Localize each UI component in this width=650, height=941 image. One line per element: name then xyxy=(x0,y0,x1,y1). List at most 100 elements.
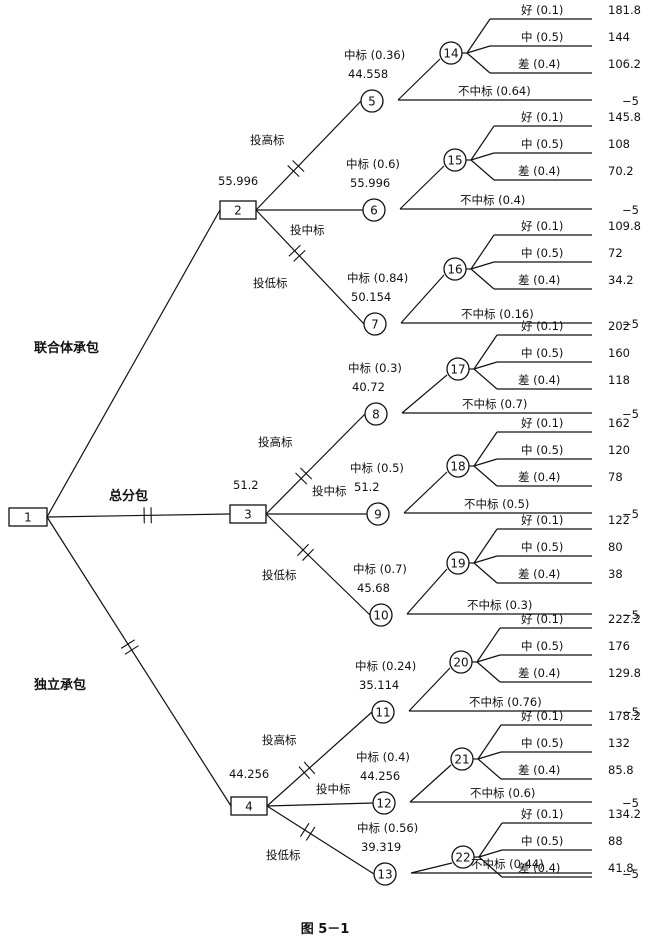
outcome-node xyxy=(439,41,463,65)
win-branch-edge xyxy=(406,568,448,615)
outcome-label: 好 (0.1) xyxy=(521,319,563,333)
branch-edge xyxy=(255,209,365,325)
outcome-node-number: 20 xyxy=(453,656,468,670)
terminal-value: 178.2 xyxy=(608,709,641,723)
outcome-node xyxy=(446,454,470,478)
terminal-value: 120 xyxy=(608,443,630,457)
terminal-value: 34.2 xyxy=(608,273,634,287)
alternative-label: 联合体承包 xyxy=(34,340,99,356)
bid-strategy-label: 投高标 xyxy=(250,133,285,147)
decision-node-number: 1 xyxy=(24,511,32,525)
bid-strategy-label: 投中标 xyxy=(290,223,325,237)
outcome-label: 中 (0.5) xyxy=(521,346,563,360)
outcome-edge xyxy=(473,458,498,467)
outcome-edge xyxy=(470,234,495,270)
expected-value: 40.72 xyxy=(352,380,385,394)
outcome-edge xyxy=(466,52,491,74)
outcome-node xyxy=(446,551,470,575)
decision-node xyxy=(8,507,48,527)
outcome-label: 差 (0.4) xyxy=(518,164,560,178)
outcome-edge xyxy=(476,654,501,663)
terminal-value: 88 xyxy=(608,834,623,848)
win-label: 中标 (0.56) xyxy=(357,821,418,835)
expected-value: 44.256 xyxy=(229,767,269,781)
terminal-value: 85.8 xyxy=(608,763,634,777)
terminal-value: 162 xyxy=(608,416,630,430)
chance-node-number: 5 xyxy=(368,95,376,109)
outcome-label: 好 (0.1) xyxy=(521,110,563,124)
prune-mark xyxy=(292,160,305,173)
outcome-edge xyxy=(470,159,495,181)
lose-label: 不中标 (0.7) xyxy=(462,397,527,411)
chance-node-number: 7 xyxy=(371,318,379,332)
expected-value: 45.68 xyxy=(357,581,390,595)
terminal-value: 118 xyxy=(608,373,630,387)
outcome-node-number: 17 xyxy=(450,363,465,377)
chance-node-number: 6 xyxy=(370,204,378,218)
outcome-label: 好 (0.1) xyxy=(521,807,563,821)
prune-mark xyxy=(305,826,316,841)
expected-value: 35.114 xyxy=(359,678,399,692)
outcome-label: 中 (0.5) xyxy=(521,736,563,750)
outcome-label: 好 (0.1) xyxy=(521,612,563,626)
outcome-node-number: 18 xyxy=(450,460,465,474)
outcome-label: 中 (0.5) xyxy=(521,443,563,457)
branch-edge xyxy=(46,209,221,518)
pruned-branch-marks xyxy=(120,160,316,841)
outcome-label: 差 (0.4) xyxy=(518,567,560,581)
outcome-label: 差 (0.4) xyxy=(518,666,560,680)
terminal-value: 132 xyxy=(608,736,630,750)
alternative-label: 总分包 xyxy=(109,488,148,504)
chance-node xyxy=(362,198,386,222)
figure-caption: 图 5－1 xyxy=(301,922,350,937)
prune-mark xyxy=(124,645,139,655)
terminal-value: 122 xyxy=(608,513,630,527)
win-branch-edge xyxy=(399,165,445,210)
terminal-value: −5 xyxy=(622,867,639,881)
win-label: 中标 (0.6) xyxy=(346,157,400,171)
outcome-label: 中 (0.5) xyxy=(521,639,563,653)
outcome-node xyxy=(450,747,474,771)
branch-edge xyxy=(265,513,371,616)
outcome-node-number: 22 xyxy=(455,851,470,865)
prune-mark xyxy=(297,543,309,557)
terminal-value: 70.2 xyxy=(608,164,634,178)
decision-node-number: 4 xyxy=(245,800,253,814)
lose-label: 不中标 (0.4) xyxy=(460,193,525,207)
outcome-label: 差 (0.4) xyxy=(518,763,560,777)
outcome-edge xyxy=(477,724,502,760)
outcome-node xyxy=(449,650,473,674)
branch-edge xyxy=(266,711,373,807)
outcome-edge xyxy=(473,555,498,564)
outcome-edge xyxy=(473,528,498,564)
win-label: 中标 (0.4) xyxy=(356,750,410,764)
lose-label: 不中标 (0.64) xyxy=(458,84,531,98)
terminal-value: 80 xyxy=(608,540,623,554)
terminal-value: 145.8 xyxy=(608,110,641,124)
expected-value: 51.2 xyxy=(233,478,259,492)
terminal-value: 72 xyxy=(608,246,623,260)
outcome-node-number: 15 xyxy=(447,154,462,168)
expected-value: 44.256 xyxy=(360,769,400,783)
outcome-edge xyxy=(473,562,498,584)
outcome-edge xyxy=(470,152,495,161)
outcome-node-number: 19 xyxy=(450,557,465,571)
terminal-value: −5 xyxy=(622,507,639,521)
outcome-label: 中 (0.5) xyxy=(521,30,563,44)
chance-node xyxy=(373,862,397,886)
chance-node-number: 12 xyxy=(376,797,391,811)
terminal-value: 129.8 xyxy=(608,666,641,680)
win-branch-edge xyxy=(403,471,448,514)
terminal-value: −5 xyxy=(622,317,639,331)
outcome-edge xyxy=(473,334,498,370)
chance-node xyxy=(366,502,390,526)
lose-label: 不中标 (0.76) xyxy=(469,695,542,709)
lose-label: 不中标 (0.6) xyxy=(470,786,535,800)
branch-edge xyxy=(266,802,374,807)
expected-value: 51.2 xyxy=(354,480,380,494)
terminal-value: 134.2 xyxy=(608,807,641,821)
outcome-label: 好 (0.1) xyxy=(521,219,563,233)
terminal-value: 160 xyxy=(608,346,630,360)
outcome-edge xyxy=(470,261,495,270)
